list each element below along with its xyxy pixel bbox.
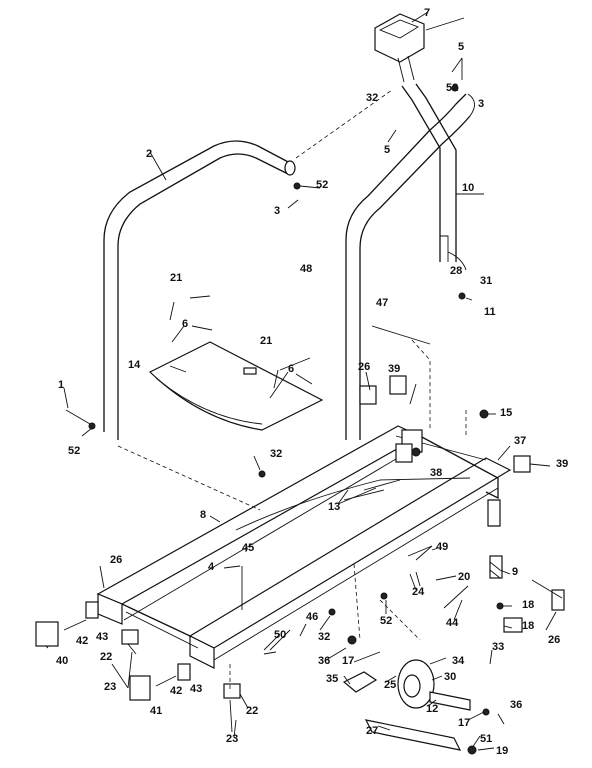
label-32-top: 32 xyxy=(366,92,378,104)
label-19: 19 xyxy=(496,745,508,757)
label-34: 34 xyxy=(452,655,465,667)
label-60: 50 xyxy=(274,629,286,641)
label-27: 27 xyxy=(366,725,378,737)
label-43-bottom: 43 xyxy=(190,683,202,695)
label-28: 28 xyxy=(450,265,462,277)
label-39-right: 39 xyxy=(556,458,568,470)
label-40: 40 xyxy=(56,655,68,667)
upright-post xyxy=(401,83,467,271)
label-45: 45 xyxy=(242,542,254,554)
label-7: 7 xyxy=(424,7,430,19)
label-46: 46 xyxy=(306,611,318,623)
label-51: 51 xyxy=(480,733,492,745)
label-3-top: 3 xyxy=(478,98,484,110)
label-47: 47 xyxy=(376,297,388,309)
label-23-bottom: 23 xyxy=(226,733,238,745)
label-39-top: 39 xyxy=(388,363,400,375)
label-31: 31 xyxy=(480,275,492,287)
label-21-mid: 21 xyxy=(260,335,272,347)
label-4: 4 xyxy=(208,561,215,573)
label-52-left: 52 xyxy=(68,445,80,457)
handrail-right xyxy=(345,93,475,440)
label-26-right: 26 xyxy=(548,634,560,646)
label-18-bottom: 18 xyxy=(522,620,534,632)
label-6-top: 6 xyxy=(182,318,188,330)
label-3-rail: 3 xyxy=(274,205,280,217)
label-26-top: 26 xyxy=(358,361,370,373)
label-49: 49 xyxy=(436,541,448,553)
label-18-top: 18 xyxy=(522,599,534,611)
label-37: 37 xyxy=(514,435,526,447)
label-32-bottom: 32 xyxy=(318,631,330,643)
label-23-left: 23 xyxy=(104,681,116,693)
label-52-rail: 52 xyxy=(316,179,328,191)
label-12: 12 xyxy=(426,703,438,715)
label-38: 38 xyxy=(430,467,442,479)
label-36-left: 36 xyxy=(318,655,330,667)
label-22-bottom: 22 xyxy=(246,705,258,717)
label-30: 30 xyxy=(444,671,456,683)
leader-lines xyxy=(45,17,557,751)
label-25: 25 xyxy=(384,679,396,691)
label-8: 8 xyxy=(200,509,206,521)
label-52-top: 52 xyxy=(446,82,458,94)
label-21-top: 21 xyxy=(170,272,182,284)
console-assembly xyxy=(374,11,429,83)
main-frame xyxy=(96,425,512,669)
label-6-mid: 6 xyxy=(288,363,294,375)
label-11: 11 xyxy=(484,306,496,318)
label-43-top: 43 xyxy=(96,631,108,643)
label-41: 41 xyxy=(150,705,162,717)
label-42-bottom: 42 xyxy=(170,685,182,697)
label-14: 14 xyxy=(128,359,141,371)
label-26-left: 26 xyxy=(110,554,122,566)
label-10: 10 xyxy=(462,182,474,194)
part-labels: 7 5 52 32 3 5 2 10 52 3 48 28 31 21 47 1… xyxy=(56,7,568,757)
hardware xyxy=(63,84,563,716)
label-35: 35 xyxy=(326,673,338,685)
label-9: 9 xyxy=(512,566,518,578)
label-13: 13 xyxy=(328,501,340,513)
end-caps xyxy=(35,375,565,701)
label-36-right: 36 xyxy=(510,699,522,711)
label-17-left: 17 xyxy=(342,655,354,667)
label-5-mid: 5 xyxy=(384,144,390,156)
label-20: 20 xyxy=(458,571,470,583)
label-5-top: 5 xyxy=(458,41,464,53)
label-2: 2 xyxy=(146,148,152,160)
label-32-mid: 32 xyxy=(270,448,282,460)
label-48: 48 xyxy=(300,263,312,275)
label-33: 33 xyxy=(492,641,504,653)
label-22-left: 22 xyxy=(100,651,112,663)
seat-tray xyxy=(148,341,324,431)
label-42-top: 42 xyxy=(76,635,88,647)
label-52-bottom: 52 xyxy=(380,615,392,627)
label-24: 24 xyxy=(412,586,425,598)
label-1: 1 xyxy=(58,379,64,391)
label-15: 15 xyxy=(500,407,512,419)
assembly-lines xyxy=(117,89,467,690)
label-17-right: 17 xyxy=(458,717,470,729)
handrail-left xyxy=(103,140,296,440)
roller-assembly xyxy=(342,659,477,755)
label-44: 44 xyxy=(446,617,459,629)
